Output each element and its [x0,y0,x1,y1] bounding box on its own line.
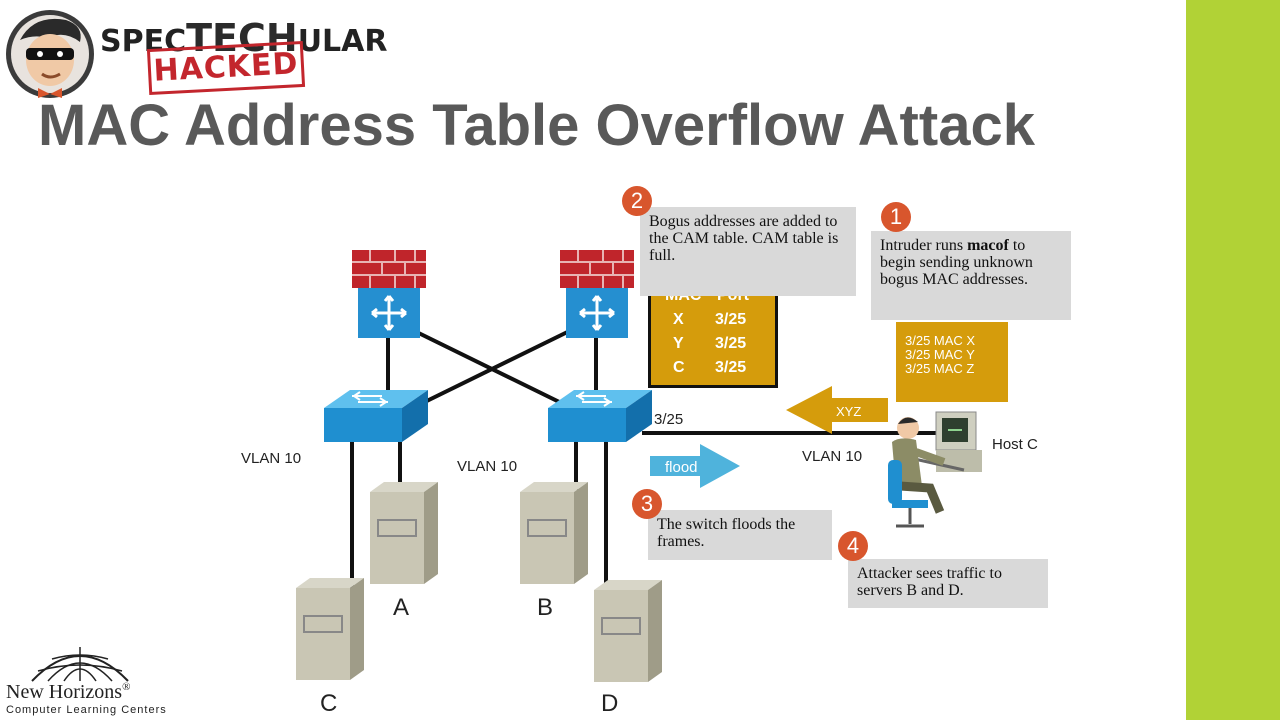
switch-icon [324,390,428,442]
network-diagram [296,250,982,682]
vlan-label-left: VLAN 10 [241,450,302,467]
step-4-badge: 4 [838,531,868,561]
footer-brand-name: New Horizons® [6,681,131,703]
server-d-label: D [601,690,619,717]
xyz-arrow-icon [786,386,888,434]
step-4-callout: Attacker sees traffic to servers B and D… [848,559,1048,608]
switch-icon [548,390,652,442]
step-3-badge: 3 [632,489,662,519]
table-row: X 3/25 [673,311,747,328]
flood-arrow-icon [650,444,740,488]
step-1-badge: 1 [881,202,911,232]
host-c-label: Host C [992,436,1038,453]
brand-name: SPECTECHULAR [100,16,388,60]
attacker-workstation-icon [888,411,982,528]
server-icon [594,580,662,682]
step-3-callout: The switch floods the frames. [648,510,832,560]
server-b-label: B [537,594,554,621]
globe-logo-icon [31,647,129,682]
server-c-label: C [320,690,338,717]
footer-brand-tagline: Computer Learning Centers [6,704,167,716]
flood-label: flood [665,459,698,476]
server-a-label: A [393,594,410,621]
table-row: Y 3/25 [673,335,747,352]
accent-bar [1186,0,1280,720]
firewall-router-icon [352,250,426,338]
server-icon [520,482,588,584]
mascot-logo-icon [6,10,94,98]
vlan-label-right: VLAN 10 [802,448,863,465]
cam-table: MAC Port X 3/25 Y 3/25 C 3/25 [648,282,778,388]
server-icon [296,578,364,680]
firewall-router-icon [560,250,634,338]
step-2-badge: 2 [622,186,652,216]
list-item: 3/25 MAC Z [905,361,975,376]
list-item: 3/25 MAC X [905,333,976,348]
slide-title: MAC Address Table Overflow Attack [38,93,1035,158]
port-label: 3/25 [654,411,684,428]
list-item: 3/25 MAC Y [905,347,975,362]
vlan-label-mid: VLAN 10 [457,458,518,475]
step-2-callout: Bogus addresses are added to the CAM tab… [640,207,856,296]
xyz-label: XYZ [836,404,862,419]
table-row: C 3/25 [673,359,747,376]
step-1-callout: Intruder runs macof to begin sending unk… [871,231,1071,320]
server-icon [370,482,438,584]
bogus-mac-list: 3/25 MAC X 3/25 MAC Y 3/25 MAC Z [896,322,1008,402]
